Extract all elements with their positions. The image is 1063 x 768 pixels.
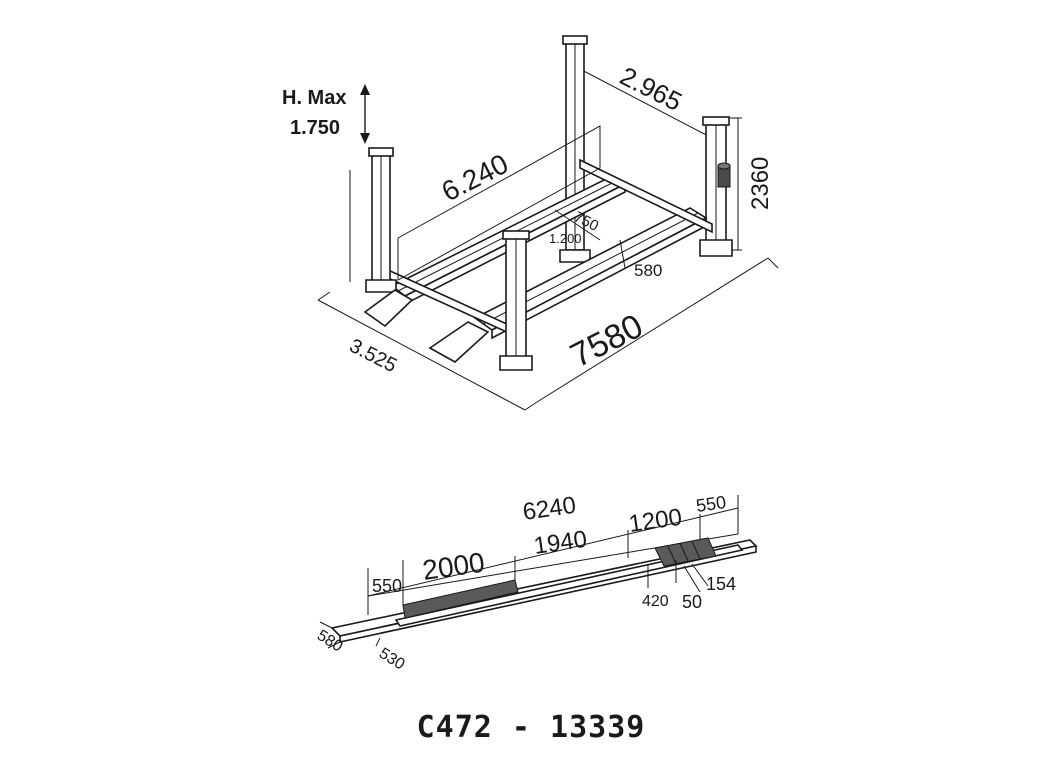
- plate-2000: [402, 579, 519, 619]
- dim-line-column-spacing: [577, 67, 713, 139]
- dim-total-width: 3.525: [346, 335, 401, 377]
- dim-runway-length: 6.240: [437, 148, 514, 207]
- plan-dim-width-530: 530: [376, 645, 408, 674]
- ramp-right: [428, 321, 490, 363]
- height-max-label: H. Max: [282, 87, 346, 109]
- dim-tick: [767, 257, 779, 269]
- plan-dim-plate-b: 1200: [627, 504, 684, 538]
- dim-line-length: [536, 257, 769, 403]
- height-max-value: 1.750: [290, 117, 340, 139]
- plan-dim-total: 6240: [521, 492, 578, 526]
- plan-dim-left-ramp: 550: [372, 576, 402, 596]
- plate-1200: [654, 537, 717, 567]
- back-panel: [397, 125, 601, 281]
- lift-3d-view: H. Max 1.750 2.965 2360 6.240 750 1.200 …: [282, 35, 779, 411]
- dim-line-runway-width: [619, 239, 626, 269]
- plan-dim-middle: 1940: [532, 526, 589, 560]
- dim-tick: [683, 565, 701, 593]
- plan-dim-line-total: [367, 507, 739, 597]
- runway-right: [473, 207, 708, 340]
- dim-tick: [375, 637, 381, 647]
- column-front-right: [499, 230, 533, 371]
- dim-tick: [327, 641, 341, 649]
- model-caption: C472 - 13339: [417, 710, 646, 745]
- dim-column-height: 2360: [747, 157, 774, 210]
- dim-line-width: [317, 299, 526, 411]
- column-back-right: [699, 116, 733, 257]
- height-arrow-icon: [360, 84, 370, 144]
- crossbeam-back: [579, 158, 713, 234]
- power-unit-icon: [717, 162, 731, 188]
- ramp-left: [363, 289, 414, 328]
- dim-tick: [691, 563, 709, 587]
- dim-column-spacing: 2.965: [615, 61, 687, 117]
- dim-tick: [317, 291, 331, 301]
- runway-plan-view: 6240 550 2000 1940 1200 550 420 50 154 5…: [314, 492, 758, 674]
- column-front-left: [365, 147, 397, 293]
- dim-total-length: 7580: [564, 307, 649, 375]
- dim-runway-width: 580: [634, 261, 662, 280]
- dim-tick: [524, 401, 538, 411]
- plan-dim-154: 154: [706, 574, 736, 594]
- dim-tick: [319, 621, 333, 629]
- dim-inner-gap-bottom: 1.200: [549, 231, 582, 246]
- plan-dim-right-end: 550: [695, 492, 728, 516]
- plan-dim-50: 50: [682, 592, 702, 612]
- dim-line-inner: [554, 209, 601, 241]
- plan-dim-420: 420: [642, 593, 669, 610]
- runway-strip: [330, 539, 758, 643]
- plan-dim-plate-a: 2000: [421, 547, 487, 586]
